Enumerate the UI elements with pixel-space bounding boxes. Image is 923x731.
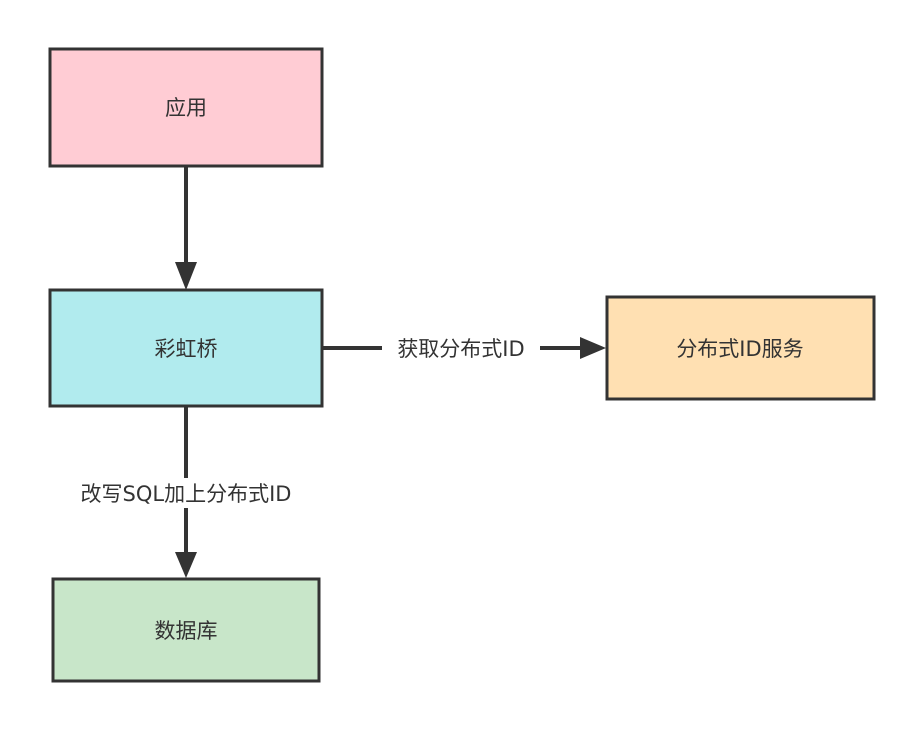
node-database-label: 数据库 xyxy=(155,619,218,643)
node-id-service[interactable]: 分布式ID服务 xyxy=(605,295,876,401)
edge-label-rewrite-sql: 改写SQL加上分布式ID xyxy=(81,482,292,506)
node-app-label: 应用 xyxy=(165,96,207,120)
arrowhead-icon xyxy=(175,552,197,578)
node-bridge-label: 彩虹桥 xyxy=(155,337,218,361)
edge-label-get-id: 获取分布式ID xyxy=(397,337,524,361)
edge-bridge-to-id-service: 获取分布式ID xyxy=(322,334,606,362)
node-id-service-label: 分布式ID服务 xyxy=(676,337,803,361)
node-database[interactable]: 数据库 xyxy=(51,577,321,683)
node-bridge[interactable]: 彩虹桥 xyxy=(48,288,324,408)
arrowhead-icon xyxy=(175,262,197,290)
edge-bridge-to-database: 改写SQL加上分布式ID xyxy=(52,406,320,578)
node-app[interactable]: 应用 xyxy=(48,47,324,168)
edge-app-to-bridge xyxy=(175,166,197,290)
arrowhead-icon xyxy=(580,337,606,359)
